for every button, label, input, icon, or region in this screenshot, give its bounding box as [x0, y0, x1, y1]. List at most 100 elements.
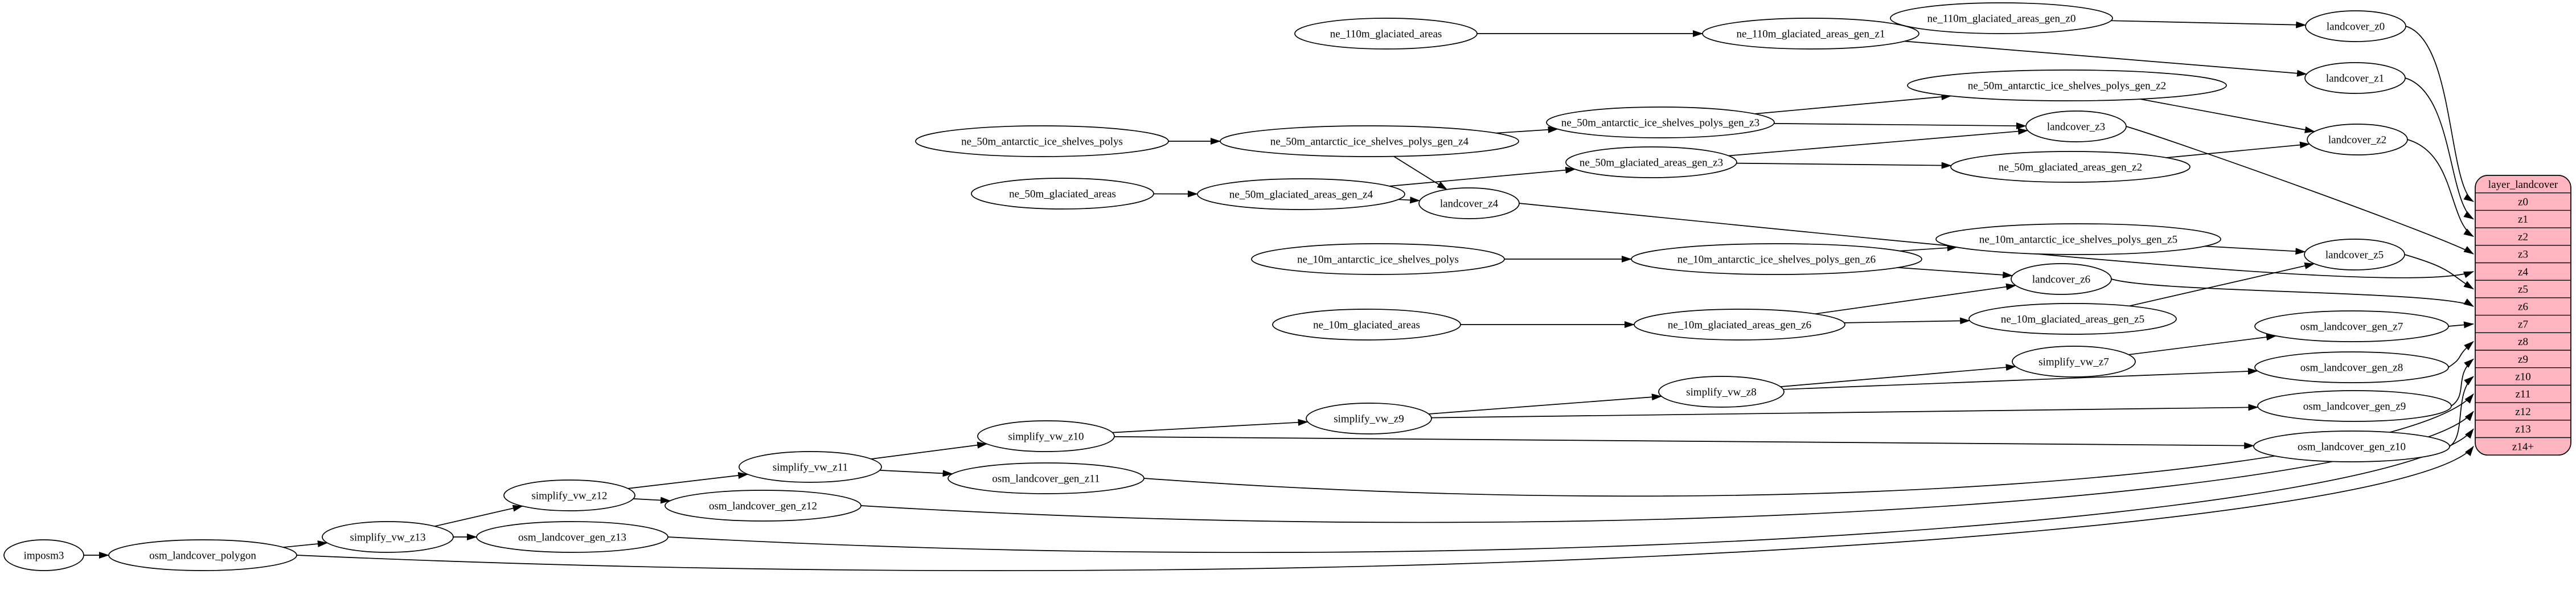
- edge-ne_50m_antarctic_ice_shelves_polys_gen_z3--landcover_z3: [1774, 122, 2027, 130]
- node-label-osm_landcover_gen_z12: osm_landcover_gen_z12: [709, 500, 817, 512]
- node-ne_10m_antarctic_ice_shelves_polys: ne_10m_antarctic_ice_shelves_polys: [1251, 243, 1505, 275]
- table-row-z3: z3: [2518, 249, 2528, 261]
- node-label-simplify_vw_z12: simplify_vw_z12: [532, 490, 608, 502]
- edge-simplify_vw_z9--osm_landcover_gen_z9: [1431, 404, 2259, 419]
- node-osm_landcover_gen_z7: osm_landcover_gen_z7: [2254, 310, 2449, 342]
- node-label-osm_landcover_gen_z13: osm_landcover_gen_z13: [518, 531, 626, 543]
- node-simplify_vw_z7: simplify_vw_z7: [2012, 346, 2136, 378]
- nodes-layer: imposm3 osm_landcover_polygon simplify_vw_…: [3, 2, 2452, 571]
- node-ellipse-ne_10m_glaciated_areas_gen_z6: [1634, 309, 1845, 341]
- node-osm_landcover_gen_z11: osm_landcover_gen_z11: [947, 462, 1145, 494]
- node-ellipse-simplify_vw_z9: [1306, 403, 1432, 434]
- node-label-simplify_vw_z13: simplify_vw_z13: [350, 531, 426, 543]
- node-label-osm_landcover_polygon: osm_landcover_polygon: [149, 550, 256, 561]
- table-row-z8: z8: [2518, 336, 2528, 348]
- node-ellipse-ne_50m_antarctic_ice_shelves_polys_gen_z4: [1220, 125, 1519, 157]
- node-label-ne_50m_glaciated_areas_gen_z4: ne_50m_glaciated_areas_gen_z4: [1229, 188, 1373, 200]
- node-landcover_z6: landcover_z6: [2011, 263, 2112, 295]
- node-ellipse-ne_10m_glaciated_areas: [1272, 309, 1461, 341]
- node-landcover_z3: landcover_z3: [2025, 110, 2127, 142]
- node-label-ne_10m_glaciated_areas_gen_z5: ne_10m_glaciated_areas_gen_z5: [2001, 313, 2144, 325]
- edge-osm_landcover_gen_z13--row-z13: [667, 428, 2474, 553]
- node-ellipse-simplify_vw_z8: [1658, 376, 1785, 408]
- edge-osm_landcover_gen_z8--row-z8: [2448, 341, 2474, 368]
- node-label-simplify_vw_z9: simplify_vw_z9: [1334, 413, 1404, 425]
- node-ellipse-landcover_z5: [2304, 239, 2405, 270]
- edge-ne_50m_glaciated_areas_gen_z2--landcover_z2: [2166, 141, 2310, 158]
- node-osm_landcover_polygon: osm_landcover_polygon: [108, 539, 297, 571]
- edge-landcover_z4--row-z4: [1519, 203, 2474, 278]
- node-label-simplify_vw_z11: simplify_vw_z11: [773, 461, 848, 473]
- node-simplify_vw_z11: simplify_vw_z11: [739, 451, 882, 483]
- edge-landcover_z2--row-z2: [2407, 139, 2474, 237]
- node-ne_10m_antarctic_ice_shelves_polys_gen_z5: ne_10m_antarctic_ice_shelves_polys_gen_z…: [1935, 223, 2221, 255]
- node-landcover_z4: landcover_z4: [1418, 187, 1520, 219]
- edge-ne_110m_glaciated_areas_gen_z0--landcover_z0: [2111, 20, 2307, 28]
- node-ne_110m_glaciated_areas: ne_110m_glaciated_areas: [1294, 18, 1478, 50]
- node-imposm3: imposm3: [3, 539, 84, 571]
- edge-simplify_vw_z13--simplify_vw_z12: [434, 505, 523, 527]
- table-row-z7: z7: [2518, 318, 2528, 330]
- node-label-ne_50m_antarctic_ice_shelves_polys: ne_50m_antarctic_ice_shelves_polys: [961, 136, 1123, 147]
- node-ellipse-landcover_z6: [2011, 263, 2112, 295]
- node-label-landcover_z3: landcover_z3: [2047, 121, 2105, 133]
- node-ellipse-ne_10m_glaciated_areas_gen_z5: [1968, 303, 2177, 335]
- node-simplify_vw_z9: simplify_vw_z9: [1306, 403, 1432, 434]
- node-label-landcover_z1: landcover_z1: [2326, 72, 2384, 84]
- node-ne_50m_glaciated_areas_gen_z4: ne_50m_glaciated_areas_gen_z4: [1197, 178, 1405, 210]
- edge-osm_landcover_gen_z10--row-z10: [2449, 376, 2474, 447]
- node-label-osm_landcover_gen_z7: osm_landcover_gen_z7: [2300, 321, 2403, 333]
- node-ne_50m_glaciated_areas_gen_z2: ne_50m_glaciated_areas_gen_z2: [1950, 151, 2191, 183]
- node-label-landcover_z2: landcover_z2: [2328, 134, 2386, 146]
- node-label-ne_50m_antarctic_ice_shelves_polys_gen_z2: ne_50m_antarctic_ice_shelves_polys_gen_z…: [1968, 80, 2166, 92]
- node-landcover_z2: landcover_z2: [2307, 124, 2408, 155]
- node-ellipse-ne_50m_glaciated_areas: [971, 178, 1154, 210]
- node-simplify_vw_z8: simplify_vw_z8: [1658, 376, 1785, 408]
- edge-ne_10m_antarctic_ice_shelves_polys_gen_z5--landcover_z5: [2205, 245, 2306, 255]
- node-ellipse-ne_50m_glaciated_areas_gen_z3: [1565, 146, 1737, 178]
- node-label-ne_10m_antarctic_ice_shelves_polys_gen_z5: ne_10m_antarctic_ice_shelves_polys_gen_z…: [1979, 233, 2177, 245]
- node-ne_50m_glaciated_areas_gen_z3: ne_50m_glaciated_areas_gen_z3: [1565, 146, 1737, 178]
- table-row-z12: z12: [2515, 406, 2530, 418]
- node-ne_10m_glaciated_areas_gen_z5: ne_10m_glaciated_areas_gen_z5: [1968, 303, 2177, 335]
- node-ellipse-simplify_vw_z7: [2012, 346, 2136, 378]
- edge-ne_50m_antarctic_ice_shelves_polys_gen_z4--ne_50m_antarctic_ice_shelves_polys_gen_z3: [1495, 126, 1558, 134]
- node-ellipse-landcover_z3: [2025, 110, 2127, 142]
- edge-ne_50m_glaciated_areas_gen_z3--landcover_z3: [1728, 128, 2029, 157]
- node-ne_50m_glaciated_areas: ne_50m_glaciated_areas: [971, 178, 1154, 210]
- node-label-simplify_vw_z10: simplify_vw_z10: [1008, 430, 1084, 442]
- node-label-ne_10m_antarctic_ice_shelves_polys_gen_z6: ne_10m_antarctic_ice_shelves_polys_gen_z…: [1677, 253, 1876, 265]
- node-label-landcover_z6: landcover_z6: [2032, 273, 2090, 285]
- node-ne_50m_antarctic_ice_shelves_polys_gen_z4: ne_50m_antarctic_ice_shelves_polys_gen_z…: [1220, 125, 1519, 157]
- node-ellipse-landcover_z1: [2304, 62, 2406, 94]
- edge-simplify_vw_z8--osm_landcover_gen_z8: [1783, 368, 2258, 390]
- edge-ne_50m_glaciated_areas_gen_z4--ne_50m_glaciated_areas_gen_z3: [1389, 166, 1576, 187]
- node-label-landcover_z0: landcover_z0: [2327, 20, 2385, 32]
- table-row-z11: z11: [2516, 388, 2531, 400]
- node-ellipse-landcover_z2: [2307, 124, 2408, 155]
- edge-landcover_z0--row-z0: [2405, 26, 2474, 202]
- node-ne_50m_antarctic_ice_shelves_polys_gen_z2: ne_50m_antarctic_ice_shelves_polys_gen_z…: [1907, 69, 2227, 101]
- edge-landcover_z1--row-z1: [2405, 77, 2474, 220]
- table-row-z13: z13: [2515, 424, 2530, 436]
- edge-osm_landcover_gen_z7--row-z7: [2448, 321, 2474, 329]
- edge-ne_50m_antarctic_ice_shelves_polys_gen_z3--ne_50m_antarctic_ice_shelves_polys_gen_z2: [1754, 93, 1952, 114]
- node-label-ne_10m_antarctic_ice_shelves_polys: ne_10m_antarctic_ice_shelves_polys: [1297, 253, 1459, 265]
- node-ellipse-ne_50m_glaciated_areas_gen_z2: [1950, 151, 2191, 183]
- edge-simplify_vw_z12--simplify_vw_z11: [627, 472, 749, 489]
- table-row-z14+: z14+: [2512, 441, 2534, 453]
- node-simplify_vw_z10: simplify_vw_z10: [977, 420, 1115, 452]
- node-ne_10m_glaciated_areas: ne_10m_glaciated_areas: [1272, 309, 1461, 341]
- edge-ne_110m_glaciated_areas_gen_z1--landcover_z1: [1904, 40, 2307, 77]
- edge-ne_10m_glaciated_areas_gen_z5--landcover_z5: [2129, 263, 2315, 307]
- node-ne_50m_antarctic_ice_shelves_polys_gen_z3: ne_50m_antarctic_ice_shelves_polys_gen_z…: [1546, 106, 1775, 138]
- node-ellipse-ne_110m_glaciated_areas_gen_z1: [1702, 18, 1919, 50]
- edges-layer: [84, 20, 2474, 571]
- node-label-imposm3: imposm3: [24, 550, 64, 561]
- table-title: layer_landcover: [2488, 179, 2558, 191]
- node-label-landcover_z4: landcover_z4: [1440, 198, 1499, 210]
- node-ellipse-simplify_vw_z13: [322, 521, 454, 553]
- table-layer-landcover: layer_landcoverz0z1z2z3z4z5z6z7z8z9z10z1…: [2475, 175, 2571, 456]
- edge-simplify_vw_z11--osm_landcover_gen_z11: [879, 470, 953, 477]
- node-ellipse-osm_landcover_polygon: [108, 539, 297, 571]
